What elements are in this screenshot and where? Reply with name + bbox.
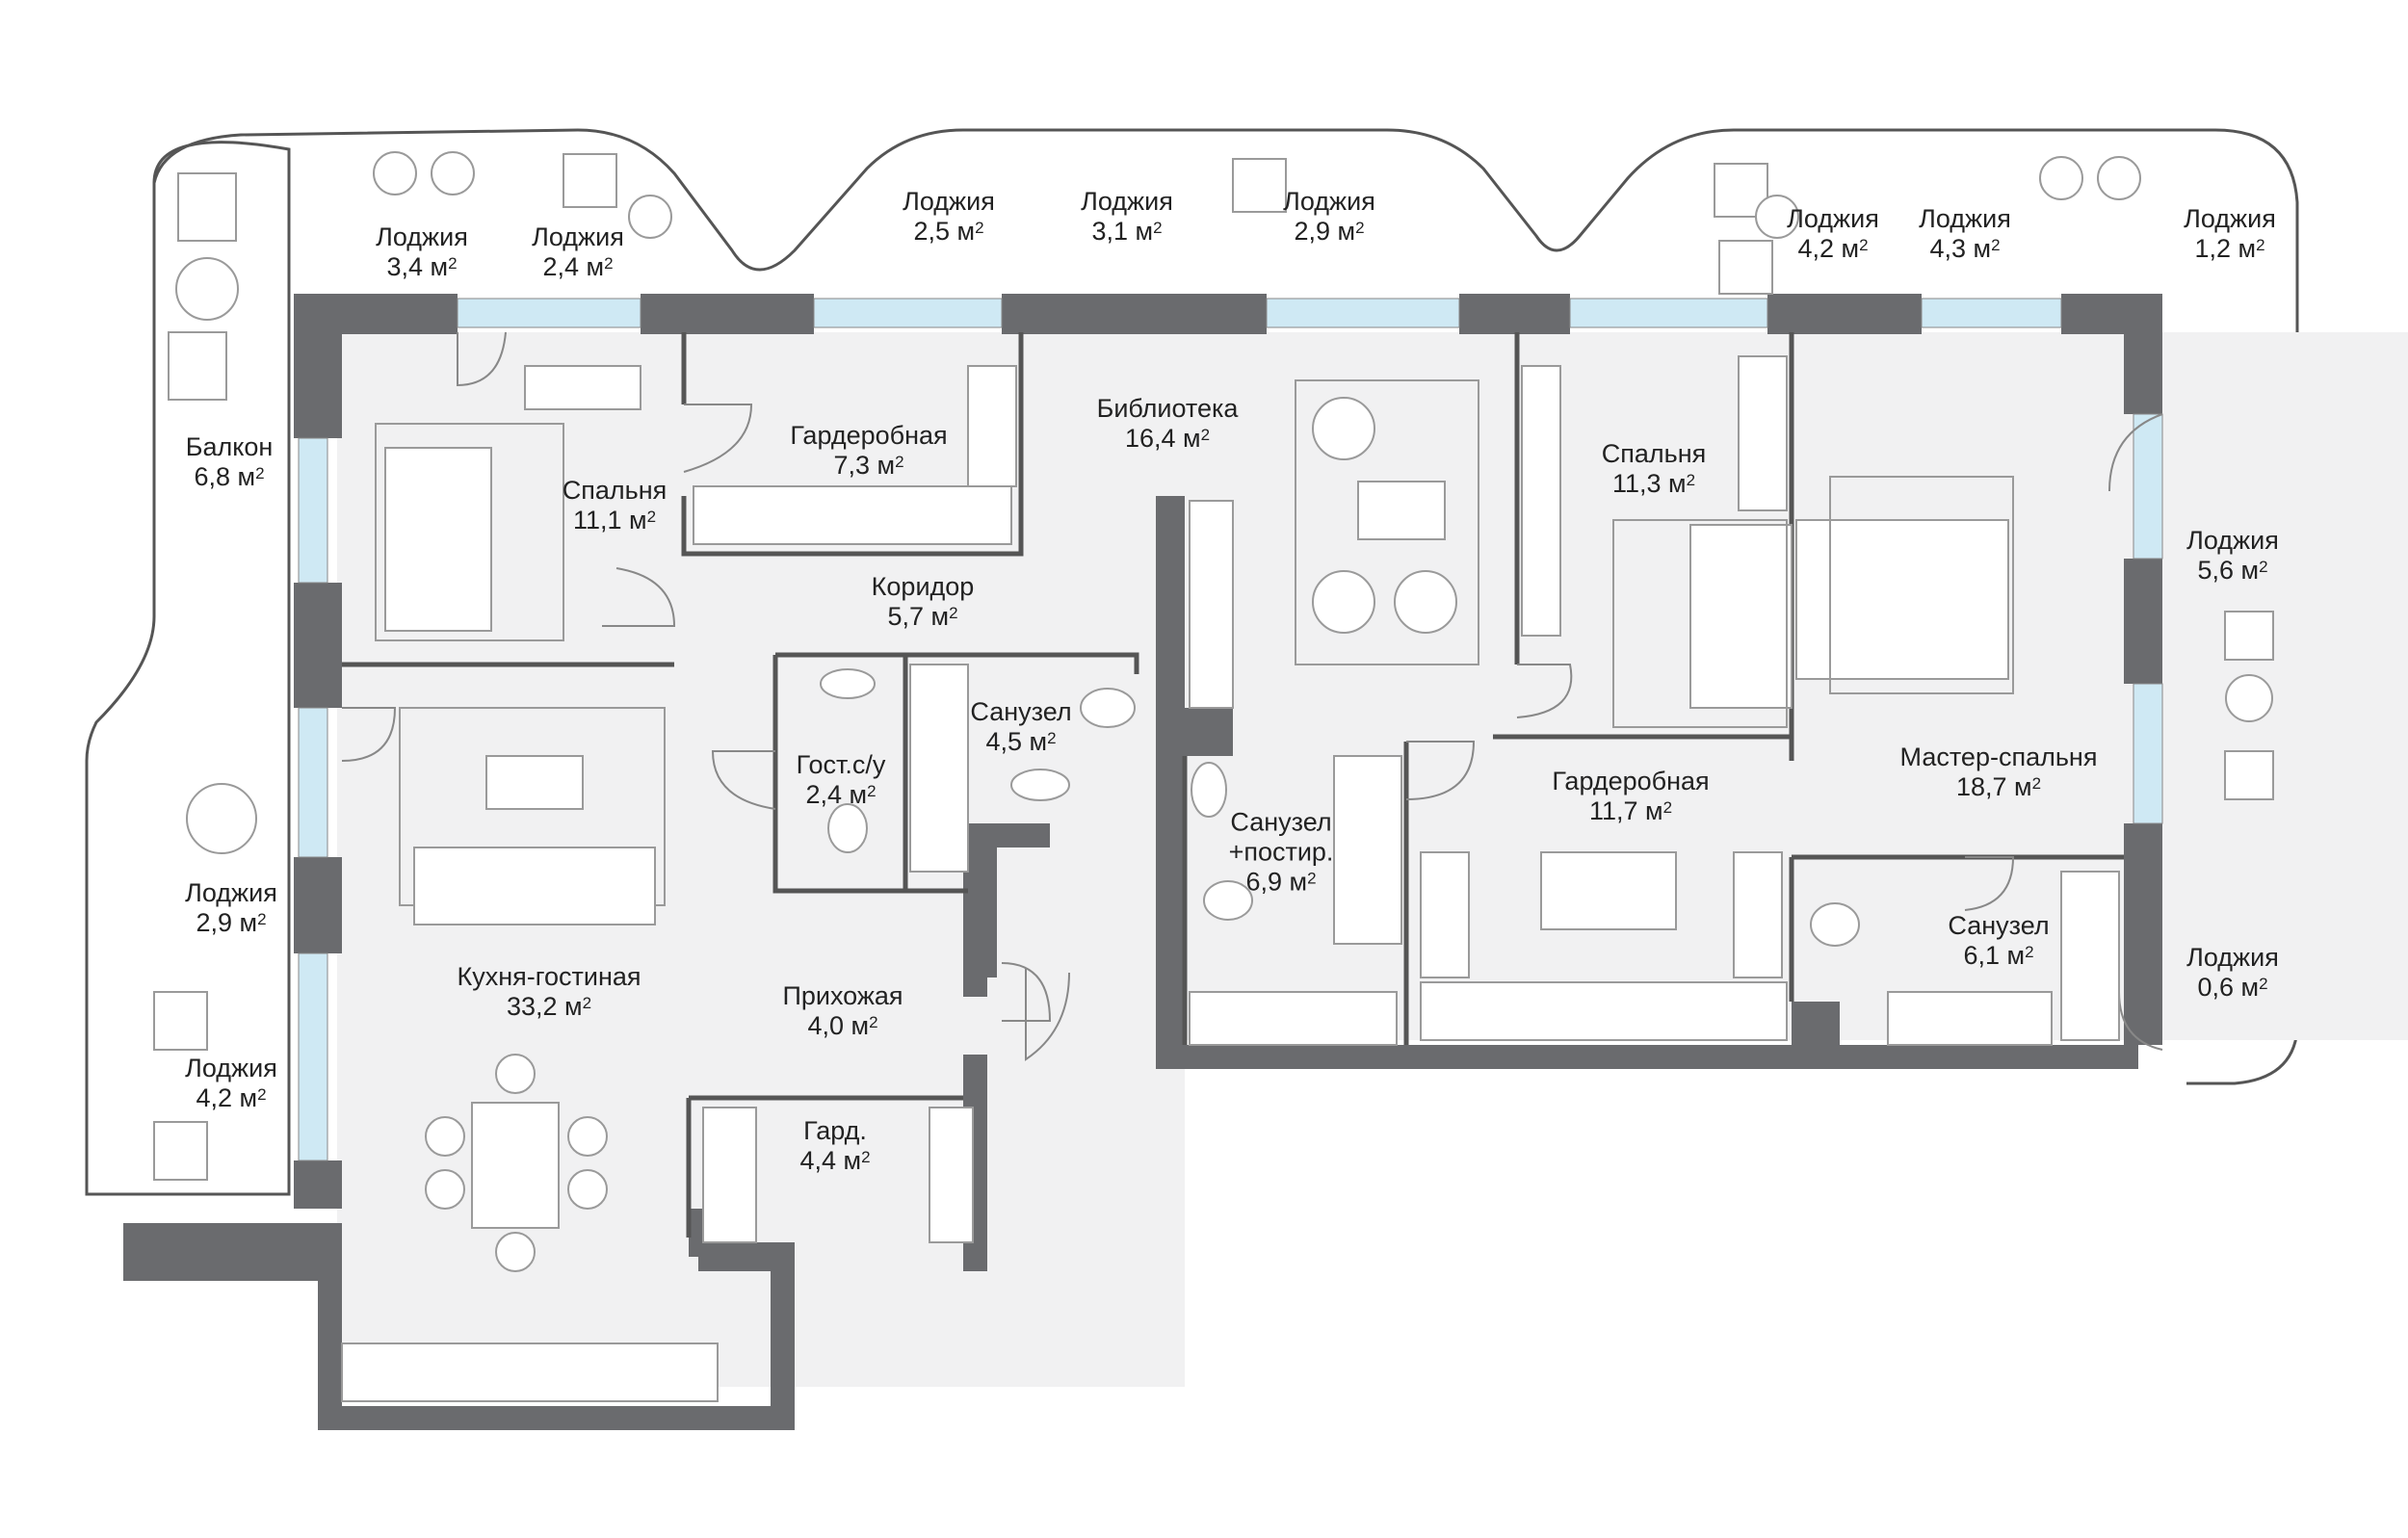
bed-icon <box>384 447 492 632</box>
plant-icon <box>431 151 475 196</box>
floor-area <box>337 332 2408 1387</box>
wardrobe-icon <box>1738 355 1788 511</box>
toilet-icon <box>1203 880 1253 921</box>
wardrobe-icon <box>1420 851 1470 978</box>
bathtub-icon <box>1333 755 1402 945</box>
wardrobe-icon <box>1420 981 1788 1041</box>
table-icon <box>2225 674 2273 722</box>
table-icon <box>485 755 584 810</box>
bathtub-icon <box>909 664 969 873</box>
chair-icon <box>177 172 237 242</box>
vanity-icon <box>1887 991 2053 1046</box>
walls <box>123 294 2162 1430</box>
doors <box>341 331 2163 1061</box>
wardrobe-icon <box>1733 851 1783 978</box>
bed-icon <box>1689 524 1793 709</box>
table-icon <box>175 257 239 321</box>
chair-icon <box>495 1232 536 1272</box>
chair-icon <box>1718 240 1773 295</box>
desk-icon <box>524 365 641 410</box>
washer-icon <box>1189 991 1398 1046</box>
sink-icon <box>820 668 876 699</box>
sink-icon <box>1191 762 1227 818</box>
chair-icon <box>153 991 208 1051</box>
table-icon <box>628 195 672 239</box>
chair-icon <box>425 1116 465 1157</box>
bathtub-icon <box>2060 871 2120 1041</box>
plant-icon <box>373 151 417 196</box>
chair-icon <box>563 153 617 208</box>
plant-icon <box>2039 156 2083 200</box>
toilet-icon <box>827 803 868 853</box>
chair-icon <box>495 1054 536 1094</box>
sofa-icon <box>413 847 656 925</box>
windows <box>298 298 2163 1161</box>
bed-icon <box>1795 519 2009 680</box>
wardrobe-icon <box>929 1107 974 1243</box>
sink-icon <box>1010 769 1070 801</box>
wardrobe-icon <box>967 365 1017 487</box>
coffee-table-icon <box>1357 481 1446 540</box>
table-icon <box>1755 195 1799 239</box>
furniture <box>153 151 2274 1402</box>
room-label-closet: Гард.4,4 м2 <box>799 1116 871 1175</box>
chair-icon <box>2224 750 2274 800</box>
chair-icon <box>1232 158 1287 213</box>
kitchen-counter-icon <box>341 1342 719 1402</box>
armchair-icon <box>1394 570 1457 634</box>
armchair-icon <box>1312 570 1375 634</box>
plant-icon <box>186 783 257 854</box>
armchair-icon <box>1312 397 1375 460</box>
chair-icon <box>425 1169 465 1210</box>
loggia-outline-top <box>152 128 2299 1085</box>
toilet-icon <box>1080 688 1136 728</box>
toilet-icon <box>1810 902 1860 947</box>
wardrobe-icon <box>702 1107 757 1243</box>
chair-icon <box>567 1169 608 1210</box>
chair-icon <box>168 331 227 401</box>
dining-table-icon <box>471 1102 560 1229</box>
wardrobe-icon <box>693 485 1012 545</box>
chair-icon <box>567 1116 608 1157</box>
chair-icon <box>153 1121 208 1181</box>
plant-icon <box>2097 156 2141 200</box>
room-label-bathroom-laundry: Санузел +постир.6,9 м2 <box>1228 807 1334 897</box>
bookshelf-icon <box>1189 500 1234 709</box>
wardrobe-icon <box>1521 365 1561 637</box>
chair-icon <box>2224 611 2274 661</box>
island-icon <box>1540 851 1677 930</box>
